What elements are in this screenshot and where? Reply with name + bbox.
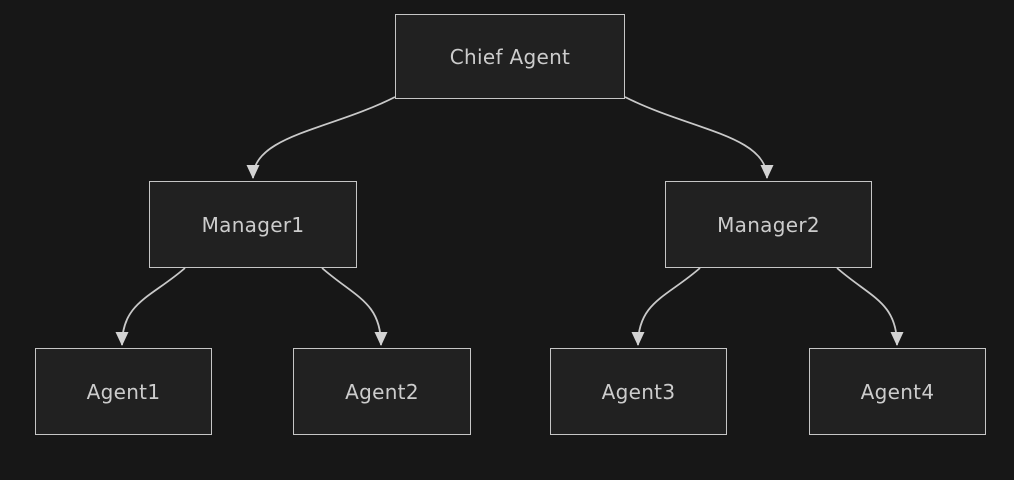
node-agent1-label: Agent1 — [86, 379, 161, 404]
node-agent2-label: Agent2 — [345, 379, 419, 404]
edge-manager1-to-agent1 — [115, 267, 186, 346]
node-agent4: Agent4 — [809, 348, 986, 435]
edge-chief-to-manager2 — [624, 96, 774, 179]
edge-manager1-to-agent2 — [321, 267, 388, 346]
node-manager2: Manager2 — [665, 181, 872, 268]
node-agent4-label: Agent4 — [860, 379, 935, 404]
node-chief-agent: Chief Agent — [395, 14, 625, 99]
node-agent1: Agent1 — [35, 348, 212, 435]
node-chief-agent-label: Chief Agent — [449, 44, 571, 69]
node-manager1-label: Manager1 — [201, 212, 305, 237]
node-agent3-label: Agent3 — [601, 379, 676, 404]
node-manager1: Manager1 — [149, 181, 357, 268]
node-manager2-label: Manager2 — [717, 212, 820, 237]
edge-chief-to-manager1 — [246, 96, 396, 179]
edge-manager2-to-agent4 — [836, 267, 904, 346]
edge-manager2-to-agent3 — [631, 267, 701, 346]
node-agent2: Agent2 — [293, 348, 471, 435]
node-agent3: Agent3 — [550, 348, 727, 435]
